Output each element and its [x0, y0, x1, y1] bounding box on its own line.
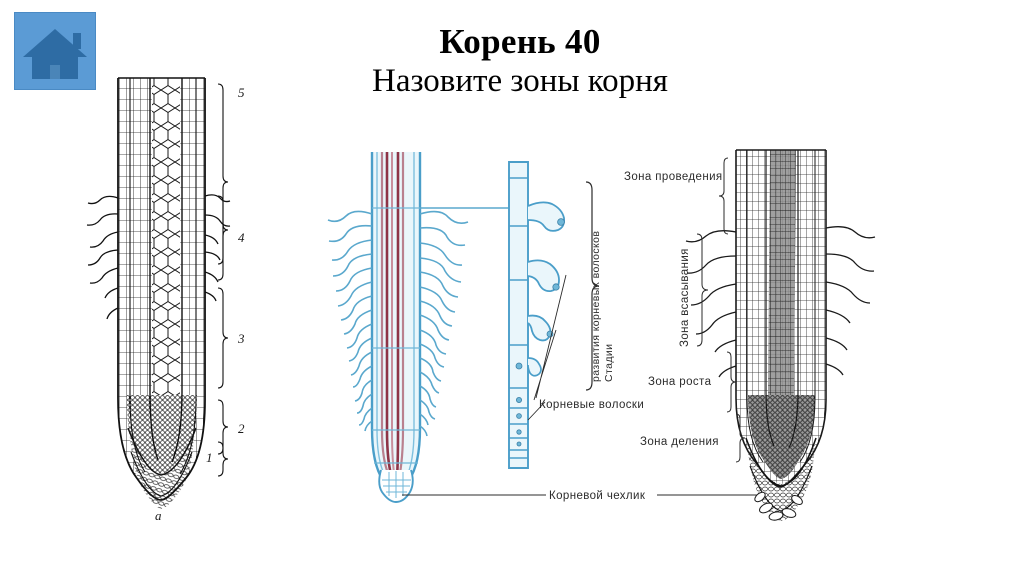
left-callout-3-label: 3: [237, 331, 245, 346]
left-root-diagram: 5 4 3 2: [86, 77, 245, 523]
label-absorption-zone-group: Зона всасывания: [679, 233, 709, 347]
middle-root-hairs-left: [327, 210, 373, 432]
right-root-diagram: Зона проведения Зона всасывания Зона рос…: [624, 149, 876, 521]
stages-line-1: Стадии: [603, 344, 615, 382]
label-growth-zone: Зона роста: [648, 376, 712, 388]
left-callout-5: 5: [217, 83, 245, 281]
zone-divider-lines: [372, 207, 420, 464]
left-root-hairs: [86, 195, 119, 320]
left-callout-4: 4: [217, 195, 245, 265]
stages-line-2: развития корневых волосков: [590, 231, 602, 382]
label-root-hairs-group: Корневые волоски: [527, 274, 644, 421]
right-root-hairs-right: [825, 226, 876, 376]
left-callout-1: 1: [206, 441, 229, 477]
home-glyph: [23, 29, 87, 79]
page-subtitle: Назовите зоны корня: [371, 63, 668, 100]
label-stages-of-root-hair-development: Стадии развития корневых волосков: [590, 231, 615, 382]
left-callout-2: 2: [217, 399, 245, 455]
left-callout-3: 3: [217, 287, 245, 389]
label-division-zone-group: Зона деления: [640, 413, 746, 463]
root-hair-stage-column: [508, 161, 566, 469]
left-diagram-caption: а: [155, 508, 162, 523]
left-callout-1-label: 1: [206, 450, 213, 465]
label-conduction-zone: Зона проведения: [624, 171, 723, 183]
label-root-hairs: Корневые волоски: [539, 399, 644, 411]
label-absorption-zone: Зона всасывания: [679, 248, 691, 347]
label-division-zone: Зона деления: [640, 436, 719, 448]
label-root-cap-group: Корневой чехлик: [402, 490, 762, 502]
label-growth-zone-group: Зона роста: [648, 351, 737, 413]
label-root-cap: Корневой чехлик: [549, 490, 646, 502]
left-root-hairs-right: [204, 194, 231, 302]
left-callout-5-label: 5: [238, 85, 245, 100]
page-title: Корень 40: [439, 22, 601, 61]
middle-root-diagram: Стадии развития корневых волосков Корнев…: [327, 152, 762, 503]
title-block: Корень 40 Назовите зоны корня: [190, 22, 850, 101]
right-root-hairs-left: [685, 230, 737, 378]
left-callout-4-label: 4: [238, 230, 245, 245]
label-conduction-zone-group: Зона проведения: [624, 157, 729, 235]
middle-root-hairs-right: [419, 210, 469, 437]
home-icon[interactable]: [14, 12, 96, 90]
left-callout-2-label: 2: [238, 421, 245, 436]
